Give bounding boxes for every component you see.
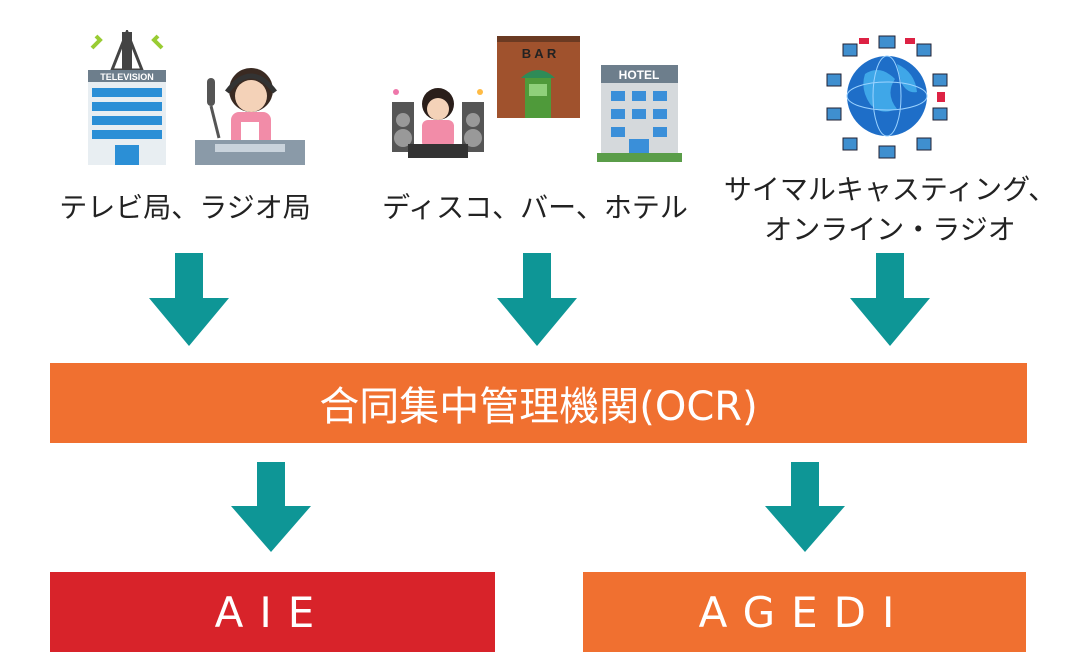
hotel-building-icon: HOTEL bbox=[597, 65, 682, 162]
television-station-icon: TELEVISION bbox=[88, 30, 166, 165]
arrow-ocr-to-agedi bbox=[765, 462, 845, 552]
ocr-label: 合同集中管理機関(OCR) bbox=[319, 384, 758, 430]
arrow-simulcast-to-ocr bbox=[850, 253, 930, 346]
bar-sign: B A R bbox=[522, 46, 557, 61]
ocr-box: 合同集中管理機関(OCR) bbox=[50, 363, 1027, 443]
globe-network-icon bbox=[826, 35, 948, 159]
arrow-venues-to-ocr bbox=[497, 253, 577, 346]
arrow-ocr-to-aie bbox=[231, 462, 311, 552]
disco-dj-icon bbox=[392, 88, 484, 158]
source-label-broadcast: テレビ局、ラジオ局 bbox=[59, 191, 311, 224]
hotel-sign: HOTEL bbox=[619, 68, 660, 82]
source-label-simulcast-line1: サイマルキャスティング、 bbox=[723, 173, 1057, 206]
arrow-broadcast-to-ocr bbox=[149, 253, 229, 346]
agedi-box: AGEDI bbox=[583, 572, 1026, 652]
aie-box: AIE bbox=[50, 572, 495, 652]
source-label-simulcast-line2: オンライン・ラジオ bbox=[764, 213, 1016, 246]
source-label-venues: ディスコ、バー、ホテル bbox=[382, 191, 688, 224]
agedi-label: AGEDI bbox=[698, 587, 911, 637]
aie-label: AIE bbox=[214, 587, 331, 637]
bar-building-icon: B A R bbox=[497, 36, 580, 118]
tv-sign: TELEVISION bbox=[100, 72, 154, 82]
radio-dj-icon bbox=[195, 68, 305, 165]
